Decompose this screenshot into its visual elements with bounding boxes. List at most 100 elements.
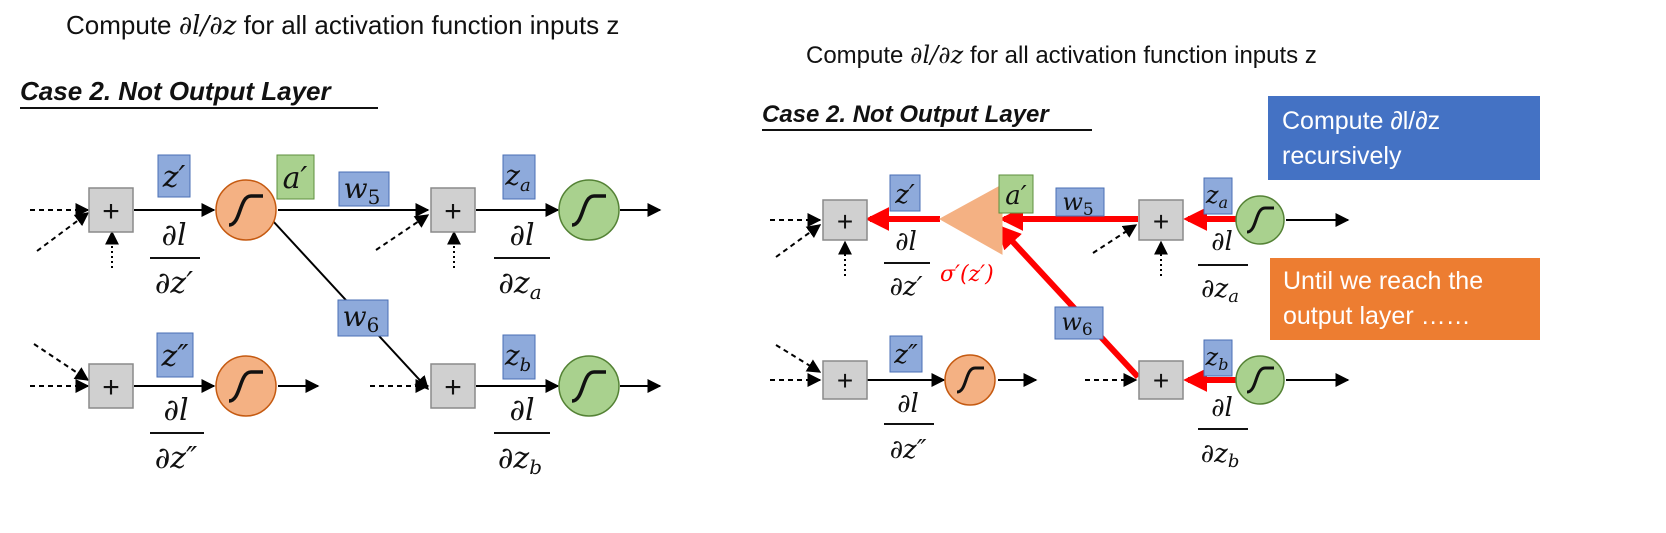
right-sum-box-top: + bbox=[822, 199, 868, 241]
left-sigmoid-neuron-b bbox=[558, 355, 620, 417]
left-sum-box-bottom: + bbox=[88, 363, 134, 409]
svg-text:∂z′: ∂z′ bbox=[155, 266, 193, 301]
svg-text:a′: a′ bbox=[1005, 181, 1027, 211]
svg-text:∂l: ∂l bbox=[1211, 227, 1233, 257]
left-title: Compute ∂l/∂z for all activation functio… bbox=[66, 10, 619, 41]
svg-text:+: + bbox=[837, 206, 853, 237]
right-fraction-dl-dz-a: ∂l ∂za bbox=[1198, 227, 1248, 307]
sigmoid-icon bbox=[571, 370, 606, 403]
right-fraction-dl-dz-b: ∂l ∂zb bbox=[1198, 393, 1248, 472]
svg-text:∂za: ∂za bbox=[498, 266, 541, 304]
right-red-path-zb-to-a bbox=[996, 224, 1141, 380]
svg-text:+: + bbox=[444, 371, 462, 404]
svg-text:za: za bbox=[504, 159, 531, 196]
svg-text:+: + bbox=[102, 371, 120, 404]
left-case-label: Case 2. Not Output Layer bbox=[20, 76, 332, 106]
right-sigma-prime-label: σ′(z′) bbox=[940, 262, 994, 287]
left-sigmoid-neuron-top bbox=[215, 179, 277, 241]
right-label-a-prime: a′ bbox=[998, 174, 1034, 214]
right-case-label: Case 2. Not Output Layer bbox=[762, 101, 1050, 128]
svg-text:+: + bbox=[837, 365, 853, 396]
svg-text:∂l: ∂l bbox=[897, 389, 919, 419]
svg-text:+: + bbox=[1153, 206, 1169, 237]
left-sum-box-za: + bbox=[430, 187, 476, 233]
svg-text:w6: w6 bbox=[343, 300, 380, 337]
svg-text:∂z″: ∂z″ bbox=[890, 435, 927, 465]
left-label-w6: w6 bbox=[337, 299, 389, 337]
right-sigmoid-neuron-a bbox=[1235, 195, 1285, 245]
left-label-z-prime: z′ bbox=[157, 154, 191, 198]
svg-text:∂zb: ∂zb bbox=[1201, 439, 1240, 472]
svg-text:+: + bbox=[102, 195, 120, 228]
svg-text:∂l: ∂l bbox=[509, 218, 534, 253]
right-sigmoid-neuron-bottom bbox=[944, 354, 996, 406]
left-top-input-diag-dashed bbox=[36, 212, 90, 252]
svg-text:recursively: recursively bbox=[1282, 142, 1402, 170]
right-sigmoid-neuron-b bbox=[1235, 355, 1285, 405]
right-note-until-output: Until we reach the output layer …… bbox=[1270, 258, 1540, 340]
left-label-z-double-prime: z″ bbox=[156, 332, 194, 378]
left-sum-box-zb: + bbox=[430, 363, 476, 409]
svg-text:z″: z″ bbox=[893, 340, 918, 370]
svg-text:zb: zb bbox=[1205, 343, 1229, 374]
svg-text:∂l: ∂l bbox=[509, 393, 534, 428]
sigmoid-icon bbox=[571, 194, 606, 227]
left-fraction-dl-dz-double-prime: ∂l ∂z″ bbox=[150, 393, 204, 476]
right-top-input-diag-dashed bbox=[775, 224, 822, 258]
right-note-recursive: Compute ∂l/∂z recursively bbox=[1268, 96, 1540, 180]
svg-text:+: + bbox=[444, 195, 462, 228]
right-label-w6: w6 bbox=[1054, 306, 1104, 340]
right-sum-box-za: + bbox=[1138, 199, 1184, 241]
svg-text:za: za bbox=[1205, 181, 1228, 212]
svg-text:∂z′: ∂z′ bbox=[889, 272, 922, 302]
svg-text:∂l: ∂l bbox=[163, 393, 188, 428]
svg-text:w6: w6 bbox=[1061, 308, 1092, 340]
left-fraction-dl-dz-b: ∂l ∂zb bbox=[494, 393, 550, 479]
left-fraction-dl-dz-a: ∂l ∂za bbox=[494, 218, 550, 304]
left-sum-box-top: + bbox=[88, 187, 134, 233]
svg-text:zb: zb bbox=[504, 339, 531, 376]
svg-text:w5: w5 bbox=[344, 172, 381, 209]
sigmoid-icon bbox=[1246, 366, 1274, 394]
left-za-input-diag-dashed bbox=[375, 214, 430, 251]
left-sigmoid-neuron-a bbox=[558, 179, 620, 241]
sigmoid-icon bbox=[228, 370, 263, 403]
svg-text:w5: w5 bbox=[1062, 188, 1093, 220]
left-label-z-b: zb bbox=[502, 334, 536, 380]
svg-text:z′: z′ bbox=[162, 160, 186, 195]
right-za-input-diag-dashed bbox=[1092, 224, 1138, 254]
svg-text:∂l: ∂l bbox=[895, 227, 917, 257]
svg-text:∂l: ∂l bbox=[1211, 393, 1233, 423]
left-fraction-dl-dz-prime: ∂l ∂z′ bbox=[150, 218, 200, 301]
sigmoid-icon bbox=[1246, 206, 1274, 234]
svg-text:∂za: ∂za bbox=[1201, 274, 1239, 307]
svg-text:∂l: ∂l bbox=[161, 218, 186, 253]
svg-text:output layer ……: output layer …… bbox=[1283, 302, 1471, 330]
left-sigmoid-neuron-bottom bbox=[215, 355, 277, 417]
right-label-z-b: zb bbox=[1203, 339, 1233, 377]
sigmoid-icon bbox=[228, 194, 263, 227]
right-sum-box-zb: + bbox=[1138, 360, 1184, 400]
svg-text:z′: z′ bbox=[894, 180, 915, 210]
svg-text:Compute ∂l/∂z: Compute ∂l/∂z bbox=[1282, 107, 1440, 135]
left-bottom-input-diag-dashed bbox=[33, 343, 90, 381]
right-label-z-a: za bbox=[1203, 177, 1233, 215]
right-sum-box-bottom: + bbox=[822, 360, 868, 400]
svg-text:a′: a′ bbox=[283, 161, 308, 196]
left-label-w5: w5 bbox=[338, 171, 390, 209]
left-label-z-a: za bbox=[502, 154, 536, 200]
svg-text:∂zb: ∂zb bbox=[498, 441, 542, 479]
right-backward-amplifier-triangle bbox=[938, 184, 1003, 255]
left-panel: Compute ∂l/∂z for all activation functio… bbox=[20, 10, 662, 479]
right-label-z-prime: z′ bbox=[889, 174, 921, 212]
right-title: Compute ∂l/∂z for all activation functio… bbox=[806, 41, 1317, 69]
right-label-w5: w5 bbox=[1055, 187, 1105, 220]
right-fraction-dl-dz-double-prime: ∂l ∂z″ bbox=[884, 389, 934, 465]
svg-text:Until we reach the: Until we reach the bbox=[1283, 267, 1483, 295]
right-label-z-double-prime: z″ bbox=[889, 335, 923, 373]
right-panel: Compute ∂l/∂z for all activation functio… bbox=[762, 41, 1540, 472]
svg-text:∂z″: ∂z″ bbox=[155, 441, 198, 476]
right-fraction-dl-dz-prime: ∂l ∂z′ bbox=[884, 227, 930, 302]
right-bottom-input-diag-dashed bbox=[775, 344, 822, 373]
